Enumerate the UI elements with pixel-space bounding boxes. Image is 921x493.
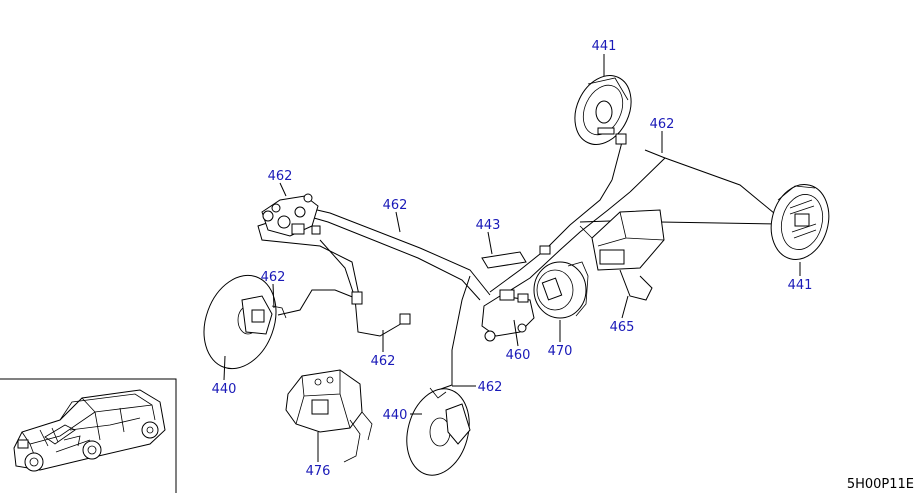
callout-462-lower: 462 (371, 354, 396, 369)
callout-462-mainline: 462 (383, 198, 408, 213)
callout-462-rear: 462 (650, 117, 675, 132)
callout-460: 460 (506, 348, 531, 363)
callout-441-upper: 441 (592, 39, 617, 54)
proportioning-valve-465 (579, 209, 665, 301)
vehicle-locator-inset (0, 378, 177, 493)
callout-462-junction: 462 (268, 169, 293, 184)
callout-476: 476 (306, 464, 331, 479)
front-disc-brake-right (406, 387, 471, 476)
callout-462-rightfront: 462 (478, 380, 503, 395)
car-thumbnail (13, 389, 166, 472)
callout-440-left: 440 (212, 382, 237, 397)
callout-441-right: 441 (788, 278, 813, 293)
callout-465: 465 (610, 320, 635, 335)
front-disc-brake-left (203, 274, 287, 370)
abs-actuator-476 (285, 369, 373, 463)
rear-drum-brake-upper (574, 75, 632, 145)
rear-drum-brake-right (770, 184, 830, 260)
diagram-code: 5H00P11E (847, 477, 914, 492)
callout-440-right: 440 (383, 408, 408, 423)
leader-lines (223, 54, 801, 462)
master-cylinder-460 (481, 289, 535, 342)
callout-470: 470 (548, 344, 573, 359)
callout-462-leftfront: 462 (261, 270, 286, 285)
brake-lines (257, 141, 781, 391)
brake-booster-470 (533, 261, 589, 319)
callout-443: 443 (476, 218, 501, 233)
callout-labels: 441 462 462 462 443 462 441 465 470 460 … (212, 39, 813, 479)
brake-hose-443 (481, 245, 551, 269)
brake-pipe-joint-462 (261, 193, 411, 325)
